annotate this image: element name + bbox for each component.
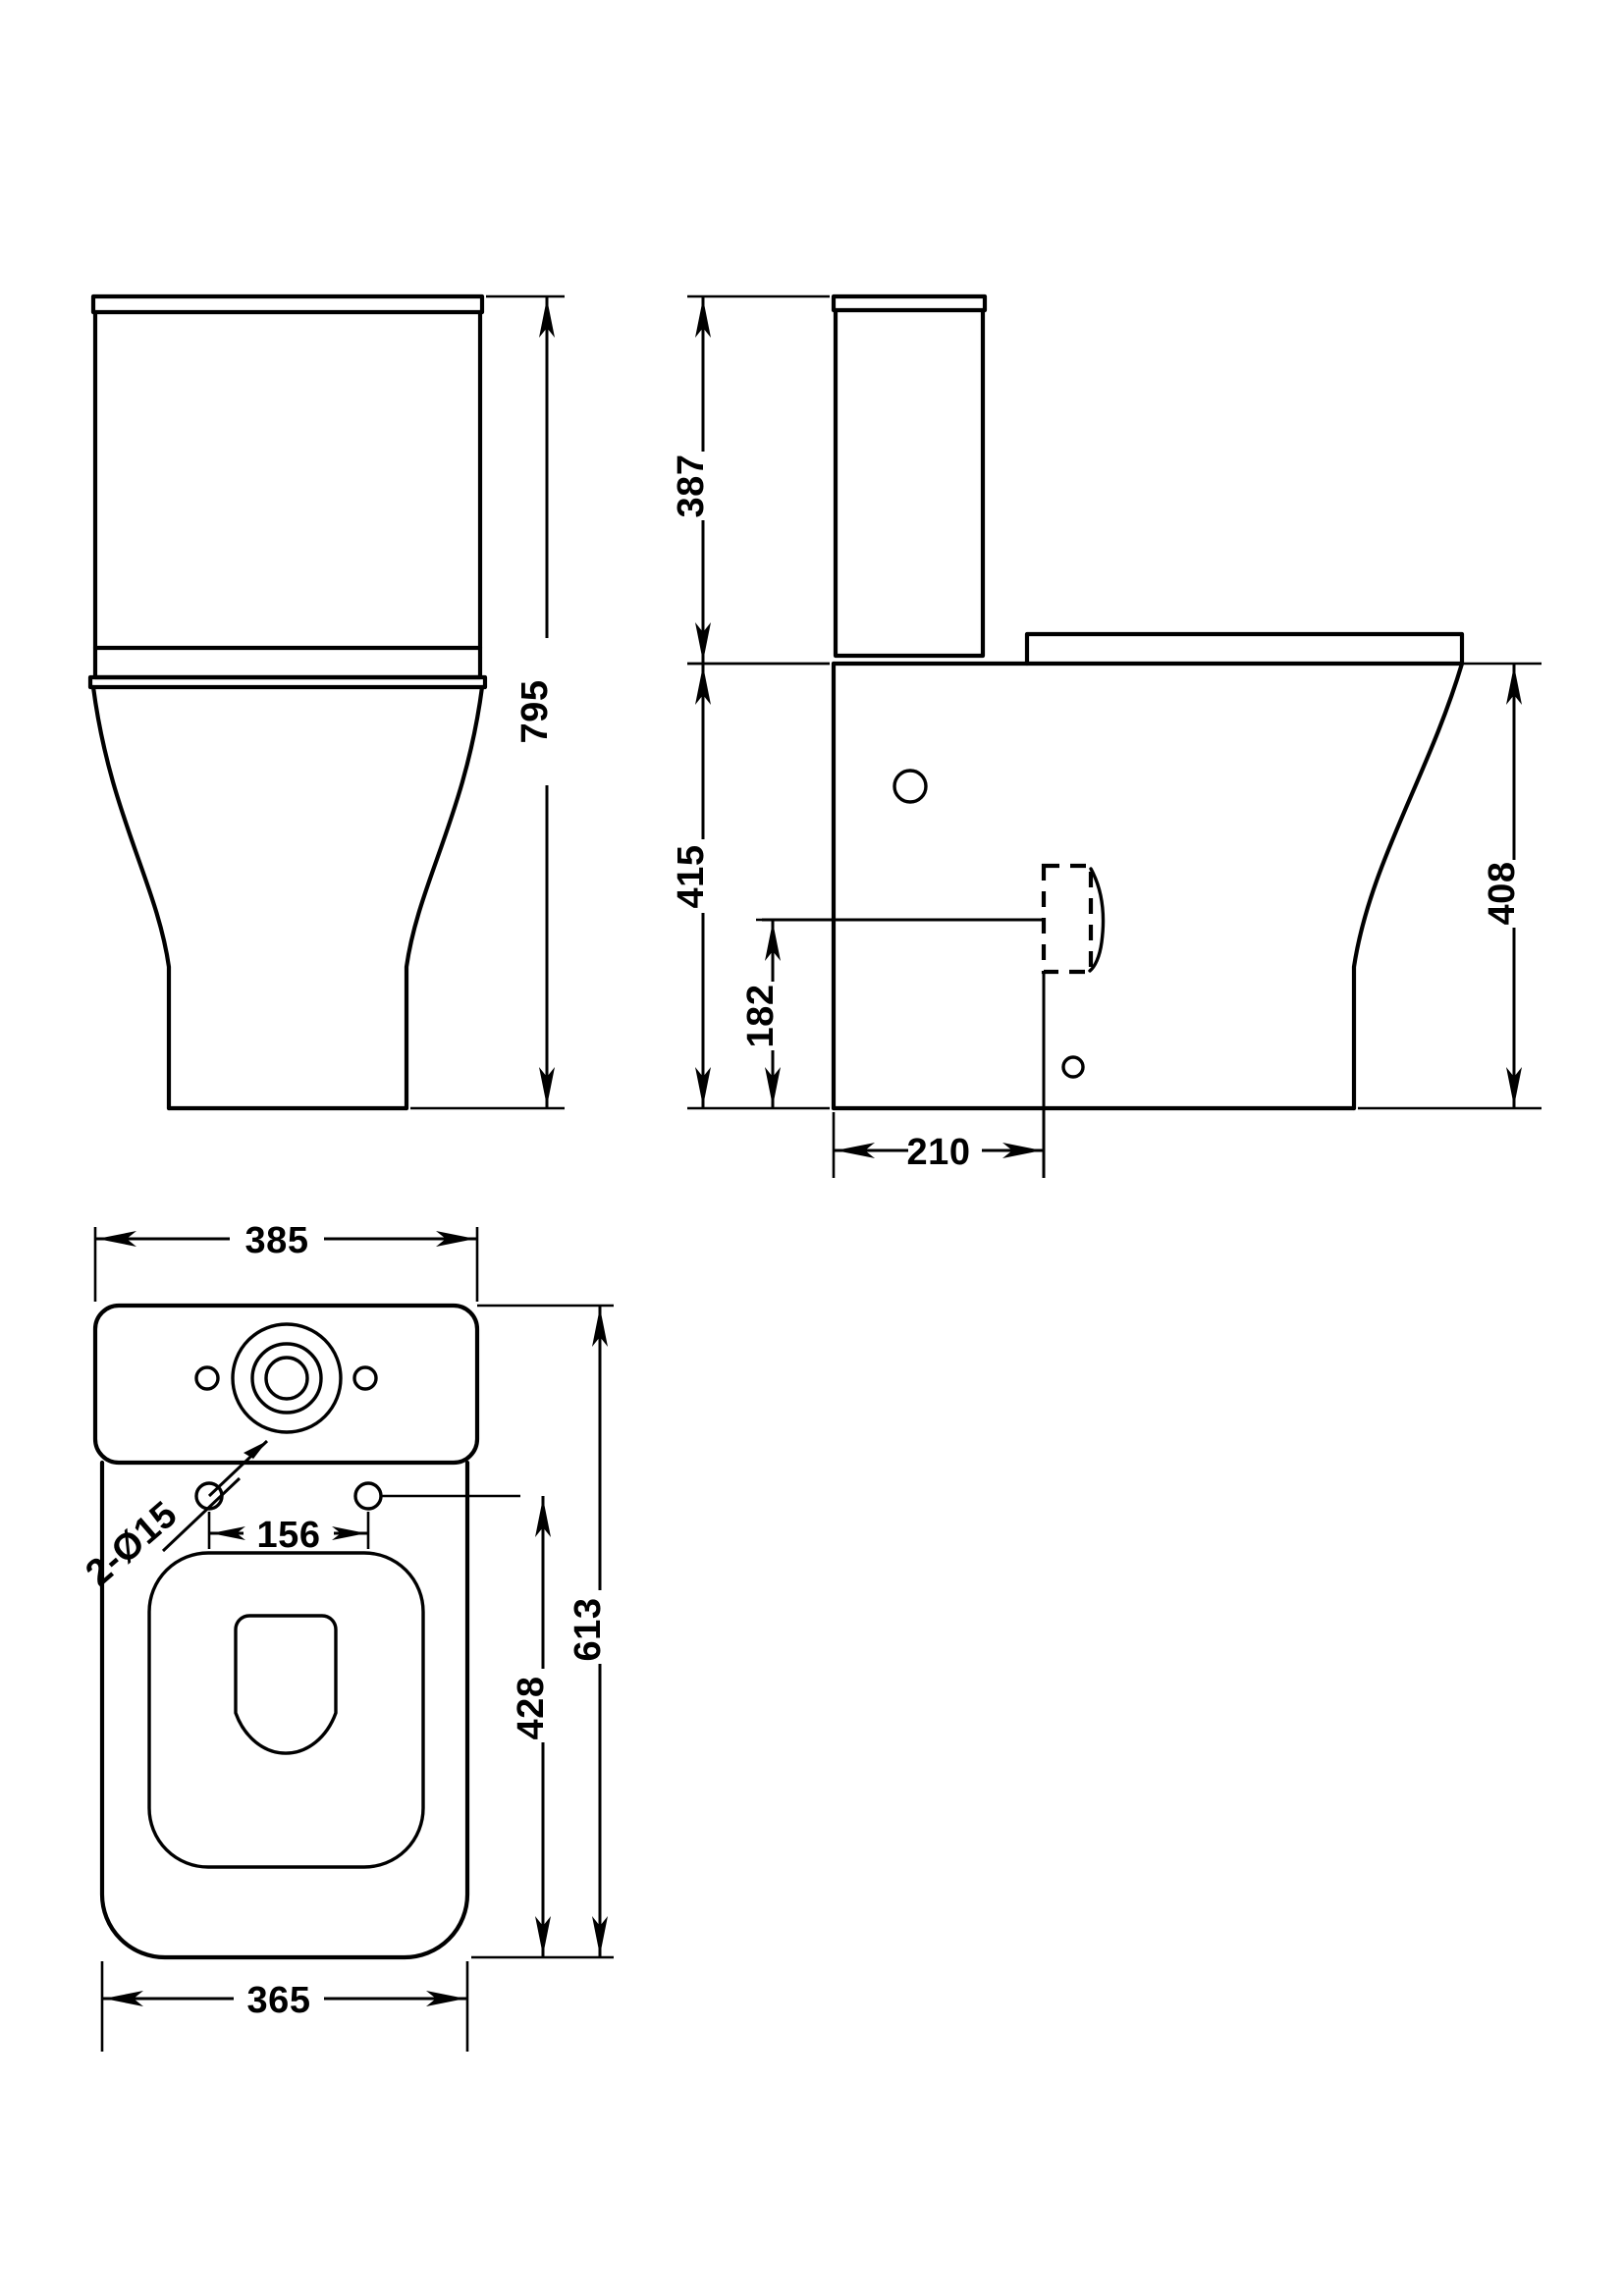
- front-elevation-view: 795: [87, 294, 565, 1111]
- front-cistern-body: [92, 309, 483, 651]
- arrowhead-210-right: [1002, 1143, 1042, 1158]
- arrowhead-387-bottom: [695, 622, 711, 662]
- dim-label-408: 408: [1482, 862, 1523, 926]
- dim-label-182-value: 182: [740, 985, 782, 1048]
- dim-label-428: 428: [511, 1677, 552, 1740]
- arrowhead-bottom: [539, 1067, 555, 1106]
- dim-label-210: 210: [907, 1132, 971, 1173]
- dimension-side-cistern-height: 387: [671, 294, 830, 666]
- arrowhead-415-top: [695, 666, 711, 705]
- arrowhead-408-bottom: [1506, 1067, 1522, 1106]
- flush-button-outer-circle: [231, 1322, 343, 1434]
- arrowhead-613-bottom: [592, 1916, 608, 1955]
- dimension-front-total-height: 795: [410, 294, 565, 1110]
- dimension-plan-pan-width: 365: [100, 1961, 469, 2052]
- dim-label-365: 365: [247, 1980, 311, 2021]
- dimension-plan-cistern-width: 385: [93, 1220, 479, 1302]
- arrowhead-428-bottom: [535, 1916, 551, 1955]
- arrowhead-156-left: [211, 1526, 245, 1540]
- dim-label-387: 387: [671, 454, 712, 518]
- dimension-side-outlet-offset: 210: [832, 1112, 1044, 1178]
- plan-pan-bowl-rim: [147, 1551, 425, 1869]
- arrowhead-365-right: [426, 1991, 465, 2006]
- plan-pan-waterway: [234, 1614, 338, 1755]
- front-cistern-lid: [90, 294, 485, 315]
- arrowhead-415-bottom: [695, 1067, 711, 1106]
- dimension-plan-fixing-centres: 156: [207, 1494, 520, 1556]
- side-elevation-view: 387 415 182 210: [671, 294, 1542, 1178]
- arrowhead-365-left: [104, 1991, 143, 2006]
- arrowhead-387-top: [695, 298, 711, 338]
- arrowhead-top: [539, 298, 555, 338]
- front-pan-body-left: [90, 684, 172, 1111]
- plan-pan-outer-outline: [99, 1460, 470, 1960]
- plan-view: 385 2-Ø15 156 6: [79, 1220, 614, 2052]
- dim-label-415: 415: [671, 845, 712, 909]
- flush-button-inner-circle: [264, 1356, 309, 1401]
- arrowhead-182-top: [765, 922, 781, 961]
- floor-fixing-hole-icon: [1061, 1055, 1085, 1079]
- dim-label-385: 385: [245, 1220, 309, 1261]
- dim-label-613: 613: [568, 1598, 609, 1662]
- dim-label-156: 156: [257, 1515, 321, 1556]
- front-cistern-base-band: [92, 645, 483, 680]
- side-pan-front-profile: [1351, 661, 1465, 1111]
- dim-label-795: 795: [514, 680, 556, 744]
- flush-button-middle-circle: [250, 1342, 323, 1415]
- hidden-waste-outlet-icon: [1041, 863, 1094, 975]
- arrowhead-385-right: [436, 1231, 475, 1247]
- cistern-fixing-hole-right: [352, 1365, 378, 1391]
- arrowhead-182-bottom: [765, 1067, 781, 1106]
- dimension-plan-total-depth: 613: [471, 1304, 614, 1959]
- front-pan-rim: [87, 674, 488, 690]
- arrowhead-428-top: [535, 1498, 551, 1537]
- water-inlet-hole-icon: [893, 769, 928, 804]
- waste-outlet-curve: [1088, 867, 1106, 973]
- arrowhead-210-left: [836, 1143, 875, 1158]
- front-pan-body-right: [404, 684, 485, 1111]
- arrowhead-385-left: [97, 1231, 136, 1247]
- arrowhead-408-top: [1506, 666, 1522, 705]
- side-seat-lid: [1024, 631, 1465, 667]
- dimension-plan-pan-depth: 428: [511, 1496, 552, 1957]
- floor-fixing-hole-right-icon: [353, 1481, 383, 1511]
- arrowhead-613-top: [592, 1308, 608, 1347]
- side-cistern-lid: [831, 294, 988, 313]
- dimension-side-seat-height: 408: [1358, 662, 1542, 1110]
- arrowhead-156-right: [332, 1526, 366, 1540]
- dimension-side-outlet-height: 182: [740, 918, 782, 1108]
- cistern-fixing-hole-left: [194, 1365, 220, 1391]
- leader-line-2phi15: [161, 1476, 242, 1553]
- dimension-side-pan-height: 415: [671, 662, 830, 1110]
- plan-cistern-footprint: [92, 1303, 480, 1466]
- arrowhead-2phi15: [243, 1441, 267, 1467]
- side-cistern-body: [833, 307, 986, 659]
